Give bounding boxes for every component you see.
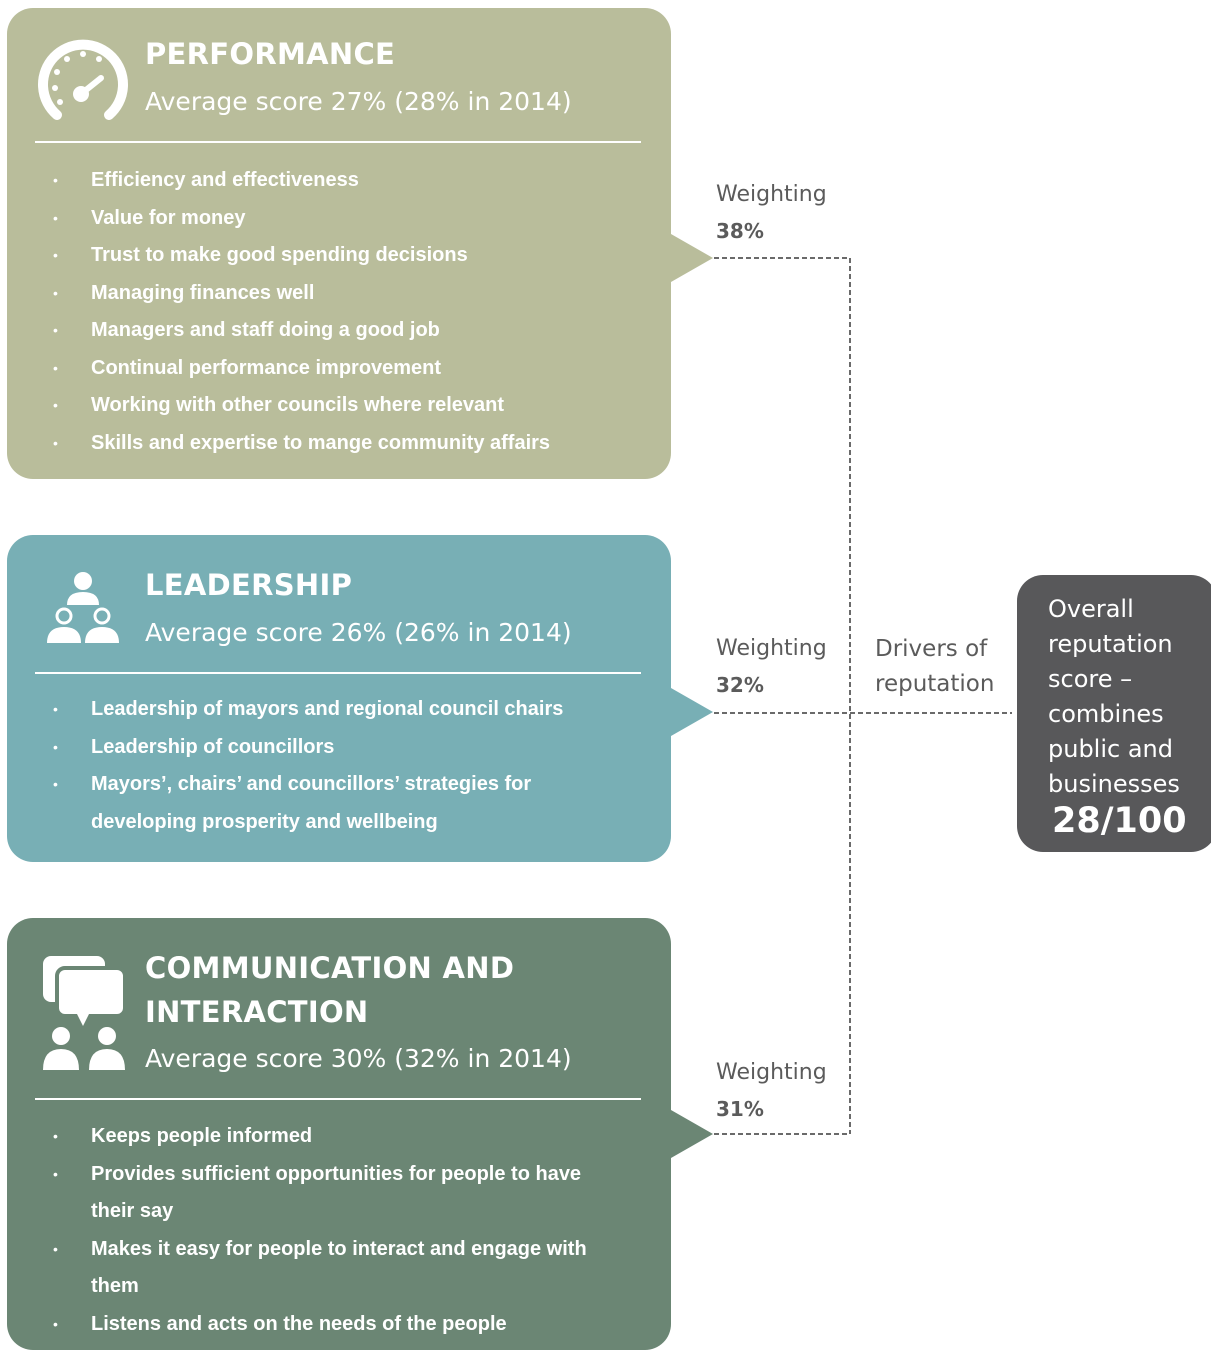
list-item: Continual performance improvement xyxy=(51,350,550,388)
communication-title: COMMUNICATION AND INTERACTION xyxy=(145,951,515,1029)
list-item: Managing finances well xyxy=(51,275,550,313)
communication-panel: COMMUNICATION AND INTERACTION Average sc… xyxy=(7,918,713,1350)
drivers-label: Drivers of reputation xyxy=(875,636,995,697)
speedometer-icon xyxy=(38,39,128,120)
leadership-pointer xyxy=(671,688,713,736)
performance-weighting: Weighting 38% xyxy=(716,176,827,250)
list-item: Value for money xyxy=(51,200,550,238)
communication-pointer xyxy=(671,1110,713,1158)
connector-performance xyxy=(714,257,851,1134)
leadership-panel: LEADERSHIP Average score 26% (26% in 201… xyxy=(7,535,713,862)
chat-people-icon xyxy=(43,956,127,1070)
overall-score-box: Overall reputation score – combines publ… xyxy=(1017,575,1211,852)
leadership-divider xyxy=(35,672,641,674)
list-item: Trust to make good spending decisions xyxy=(51,237,550,275)
list-item: Skills and expertise to mange community … xyxy=(51,425,550,463)
list-item: Provides sufficient opportunities for pe… xyxy=(51,1156,591,1231)
overall-score: 28/100 xyxy=(1052,801,1187,841)
list-item: Leadership of councillors xyxy=(51,729,611,767)
weighting-label: Weighting xyxy=(716,1060,827,1085)
communication-weighting: Weighting 31% xyxy=(716,1054,827,1128)
list-item: Mayors’, chairs’ and councillors’ strate… xyxy=(51,766,551,841)
list-item: Working with other councils where releva… xyxy=(51,387,550,425)
people-hierarchy-icon xyxy=(47,572,119,643)
list-item: Listens and acts on the needs of the peo… xyxy=(51,1306,611,1344)
communication-divider xyxy=(35,1098,641,1100)
performance-score: Average score 27% (28% in 2014) xyxy=(145,87,572,116)
performance-bullets: Efficiency and effectiveness Value for m… xyxy=(51,162,550,462)
weighting-value: 31% xyxy=(716,1097,764,1121)
leadership-title: LEADERSHIP xyxy=(145,568,353,602)
weighting-label: Weighting xyxy=(716,636,827,661)
leadership-score: Average score 26% (26% in 2014) xyxy=(145,618,572,647)
weighting-value: 38% xyxy=(716,219,764,243)
list-item: Efficiency and effectiveness xyxy=(51,162,550,200)
list-item: Makes it easy for people to interact and… xyxy=(51,1231,611,1306)
communication-bullets: Keeps people informed Provides sufficien… xyxy=(51,1118,611,1343)
list-item: Managers and staff doing a good job xyxy=(51,312,550,350)
leadership-bullets: Leadership of mayors and regional counci… xyxy=(51,691,611,841)
weighting-value: 32% xyxy=(716,673,764,697)
communication-score: Average score 30% (32% in 2014) xyxy=(145,1044,572,1073)
performance-pointer xyxy=(671,234,713,282)
performance-panel: PERFORMANCE Average score 27% (28% in 20… xyxy=(7,8,713,479)
performance-divider xyxy=(35,141,641,143)
overall-label: Overall reputation score – combines publ… xyxy=(1048,595,1180,798)
weighting-label: Weighting xyxy=(716,182,827,207)
list-item: Keeps people informed xyxy=(51,1118,611,1156)
list-item: Leadership of mayors and regional counci… xyxy=(51,691,611,729)
performance-title: PERFORMANCE xyxy=(145,37,396,71)
leadership-weighting: Weighting 32% xyxy=(716,630,827,704)
